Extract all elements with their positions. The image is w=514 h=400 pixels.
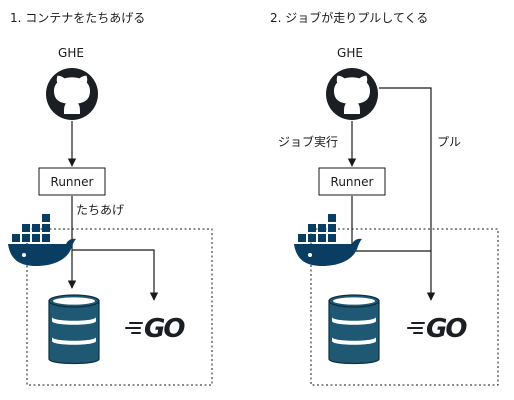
left-database-icon (48, 294, 100, 365)
right-job-edge-label: ジョブ実行 (278, 134, 338, 149)
right-database-icon (328, 294, 380, 365)
left-runner-box (38, 167, 106, 196)
left-github-icon (46, 68, 98, 120)
right-ghe-label: GHE (337, 46, 363, 60)
left-runner-to-go-arrow (72, 249, 159, 301)
left-runner-label: Runner (51, 175, 94, 189)
right-pull-edge-label: プル (437, 135, 461, 149)
right-heading: 2. ジョブが走りプルしてくる (270, 10, 428, 25)
right-runner-to-go-line (351, 196, 431, 252)
right-runner-label: Runner (331, 175, 374, 189)
right-go-logo-icon (407, 313, 469, 345)
left-go-logo-icon (125, 313, 187, 345)
left-panel: 1. コンテナをたちあげる GHE Runner たちあげ (8, 11, 213, 386)
left-docker-host-frame (26, 228, 213, 386)
right-docker-host-frame (310, 228, 499, 386)
right-github-icon (326, 68, 378, 120)
left-ghe-label: GHE (58, 46, 84, 60)
right-pull-arrow (379, 87, 436, 301)
left-edge-label: たちあげ (76, 203, 124, 217)
left-heading: 1. コンテナをたちあげる (10, 11, 145, 25)
right-panel: 2. ジョブが走りプルしてくる GHE Runner ジョブ実行 プル (270, 10, 499, 386)
right-runner-box (318, 167, 386, 196)
left-docker-whale-icon (8, 214, 76, 266)
